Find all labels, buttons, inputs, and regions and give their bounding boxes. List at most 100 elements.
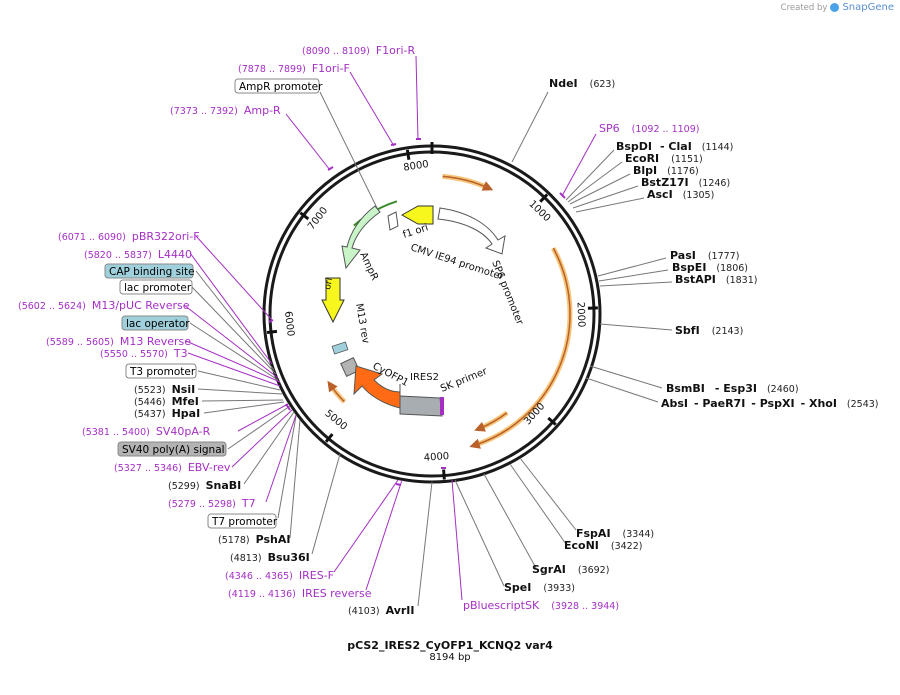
line-t7	[265, 414, 297, 503]
tick-mark-4000	[442, 469, 446, 480]
line-ndei	[511, 91, 549, 163]
line-bstz17i	[572, 185, 639, 209]
line-avrii	[417, 481, 433, 607]
primer-ires-f: (4346 .. 4365)IRES-F	[225, 569, 334, 582]
site-ecori: EcoRI(1151)	[625, 152, 703, 165]
ampr-promoter-mark	[387, 211, 399, 231]
line-clai	[565, 149, 615, 201]
primer-f1ori-r: (8090 .. 8109)F1ori-R	[302, 44, 415, 57]
primer-mark-sp6	[559, 192, 566, 199]
m13-rev-label: M13 rev	[353, 303, 371, 345]
orf-arc-2	[469, 247, 571, 449]
primer-mark-ires	[395, 483, 402, 486]
line-sv40pa	[227, 405, 291, 450]
site-hpai: (5437)HpaI	[134, 407, 200, 420]
site-pasi: PasI(1777)	[670, 249, 739, 262]
tick-label-8000: 8000	[403, 159, 430, 174]
tick-mark-8000	[405, 149, 411, 160]
ori-arrow	[321, 277, 345, 324]
line-l4440	[189, 252, 273, 365]
line-f1ori-r	[415, 55, 419, 141]
line-fspai	[519, 457, 577, 531]
primer-mark-sv40	[285, 403, 291, 411]
tick-label-6000: 6000	[282, 311, 296, 338]
credit-text: Created by	[780, 2, 828, 13]
primer-pbr322ori-f: (6071 .. 6090)pBR322ori-F	[58, 230, 200, 243]
orf-arc-1-glow	[442, 173, 491, 191]
primer-t3: (5550 .. 5570)T3	[100, 347, 188, 360]
primer-ires-reverse: (4119 .. 4136)IRES reverse	[228, 587, 372, 600]
box-t7-promoter: T7 promoter	[211, 516, 278, 528]
line-pbr322	[195, 235, 273, 321]
sv40-mark	[340, 357, 360, 377]
line-spei	[454, 479, 505, 587]
line-asci	[575, 197, 645, 213]
line-ampr-promoter	[319, 91, 379, 211]
line-pasi	[597, 257, 667, 277]
tick-mark-1000	[539, 193, 549, 203]
site-pshai: (5178)PshAI	[218, 533, 290, 546]
site-bsmbi-esp3i: BsmBI- Esp3I(2460)	[666, 382, 799, 395]
tick-mark-6000	[266, 329, 278, 334]
backbone-inner	[268, 150, 596, 478]
line-mfei	[201, 399, 284, 402]
line-m13-rev	[185, 340, 281, 383]
box-lac-operator: lac operator	[126, 318, 190, 330]
primer-sv40pa-r: (5381 .. 5400)SV40pA-R	[82, 425, 211, 438]
ampr-arrow	[341, 205, 381, 270]
line-blpi	[569, 173, 631, 205]
line-ecori	[567, 161, 623, 203]
box-cap-binding-site: CAP binding site	[109, 266, 195, 278]
site-asci: AscI(1305)	[647, 188, 714, 201]
primer-ebv-rev: (5327 .. 5346)EBV-rev	[114, 461, 231, 474]
snapgene-credit: Created by SnapGene	[781, 2, 894, 13]
line-t3-promoter	[197, 370, 281, 391]
primer-mark-amp-r	[327, 166, 334, 171]
f1-ori-arrow	[400, 205, 434, 225]
orf-arc-1	[442, 175, 494, 191]
site-fspai: FspAI(3344)	[576, 527, 654, 540]
site-ndei: NdeI(623)	[549, 77, 615, 90]
line-t7-promoter	[277, 415, 297, 519]
primer-t7: (5279 .. 5298)T7	[168, 497, 256, 510]
site-nsii: (5523)NsiI	[134, 383, 195, 396]
ori-label: ori	[323, 277, 335, 290]
line-lac-operator	[189, 322, 279, 381]
primer-l4440: (5820 .. 5837)L4440	[84, 248, 192, 261]
backbone-outer	[262, 144, 602, 484]
orf-arc-3	[474, 412, 508, 432]
line-lac-promoter	[191, 286, 277, 375]
tick-mark-7000	[299, 211, 310, 221]
line-sbfi	[599, 323, 673, 331]
line-hpai	[203, 401, 285, 414]
ires2-block	[399, 395, 443, 417]
m13-rev-feature	[331, 341, 349, 355]
line-econi	[509, 463, 567, 545]
primer-mark-f1ori-f	[390, 143, 397, 146]
tick-label-2000: 2000	[575, 302, 587, 328]
line-ires-rev	[365, 479, 403, 591]
site-blpi: BlpI(1176)	[633, 164, 699, 177]
sk-primer-label: SK primer	[439, 366, 490, 395]
cyofp1-arrow	[353, 365, 401, 409]
primer-f1ori-f: (7878 .. 7899)F1ori-F	[238, 62, 350, 75]
line-cap	[195, 270, 275, 371]
line-bspei	[598, 269, 669, 282]
site-bspdi-clai: BspDI- ClaI(1144)	[616, 140, 733, 153]
snapgene-logo-icon	[830, 3, 840, 12]
ampr-label: AmpR	[357, 251, 380, 283]
line-f1ori-f	[349, 71, 395, 147]
box-lac-promoter: lac promoter	[124, 282, 192, 294]
tick-label-4000: 4000	[423, 451, 449, 464]
line-bsu36i	[311, 453, 341, 555]
line-esp3i	[589, 365, 663, 389]
primer-m13-reverse: (5589 .. 5605)M13 Reverse	[46, 335, 191, 348]
site-snabi: (5299)SnaBI	[168, 479, 241, 492]
line-t3	[187, 352, 281, 387]
line-ebv-rev	[231, 409, 293, 468]
cmv-promoter-arrow	[437, 207, 506, 255]
site-spei: SpeI(3933)	[504, 581, 575, 594]
primer-mark-pbr	[268, 319, 274, 323]
line-bstapi	[599, 281, 673, 287]
